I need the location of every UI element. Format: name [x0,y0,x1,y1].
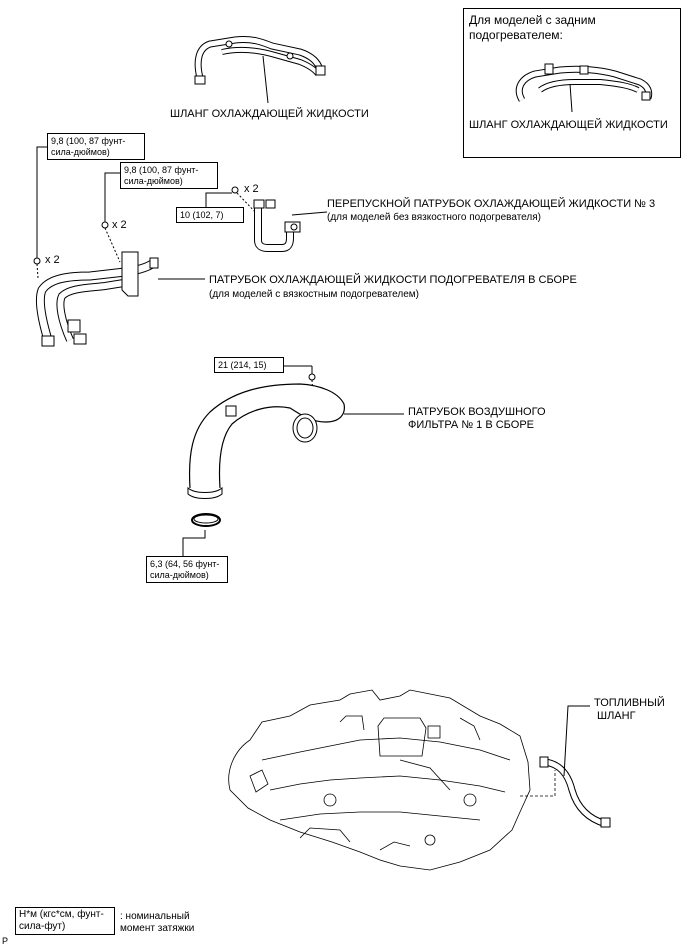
torque-legend-description: : номинальный момент затяжки [120,911,195,934]
torque-unit-legend-box: Н*м (кгс*см, фунт- сила-фут) [15,907,115,935]
torque-spec-box: 10 (102, 7) [176,207,244,223]
inset-title: Для моделей с задним подогревателем: [469,13,596,42]
torque-spec-box: 9,8 (100, 87 фунт- сила-дюймов) [120,162,218,189]
engine-drawing [228,689,556,871]
torque-spec-box: 21 (214, 15) [214,357,284,373]
heater-pipe-drawing [35,251,205,347]
coolant-hose-label: ШЛАНГ ОХЛАЖДАЮЩЕЙ ЖИДКОСТИ [170,108,369,120]
air-cleaner-pipe-label: ПАТРУБОК ВОЗДУШНОГО ФИЛЬТРА № 1 В СБОРЕ [408,406,546,431]
air-cleaner-pipe-drawing [187,383,404,499]
quantity-multiplier: x 2 [244,183,259,195]
inset-coolant-hose-drawing [515,63,653,113]
heater-pipe-label: ПАТРУБОК ОХЛАЖДАЮЩЕЙ ЖИДКОСТИ ПОДОГРЕВАТ… [209,274,577,286]
quantity-multiplier: x 2 [112,219,127,231]
rear-heater-inset: Для моделей с задним подогревателем: ШЛА… [463,8,681,158]
figure-code: P [2,936,9,946]
torque-spec-box: 9,8 (100, 87 фунт- сила-дюймов) [47,133,145,160]
hose-clamp-drawing [191,513,221,527]
bypass-pipe-label: ПЕРЕПУСКНОЙ ПАТРУБОК ОХЛАЖДАЮЩЕЙ ЖИДКОСТ… [327,198,656,210]
torque-spec-box: 6,3 (64, 56 фунт- сила-дюймов) [146,556,228,583]
bolt-icons [33,186,316,409]
quantity-multiplier: x 2 [45,254,60,266]
fuel-hose-drawing [539,705,611,828]
bypass-pipe-drawing [253,199,328,252]
fuel-hose-label: ТОПЛИВНЫЙ ШЛАНГ [594,697,665,722]
coolant-hose-drawing [194,36,326,104]
bypass-pipe-note: (для моделей без вязкостного подогревате… [327,212,541,223]
inset-part-label: ШЛАНГ ОХЛАЖДАЮЩЕЙ ЖИДКОСТИ [469,119,668,131]
heater-pipe-note: (для моделей с вязкостным подогревателем… [209,289,419,300]
